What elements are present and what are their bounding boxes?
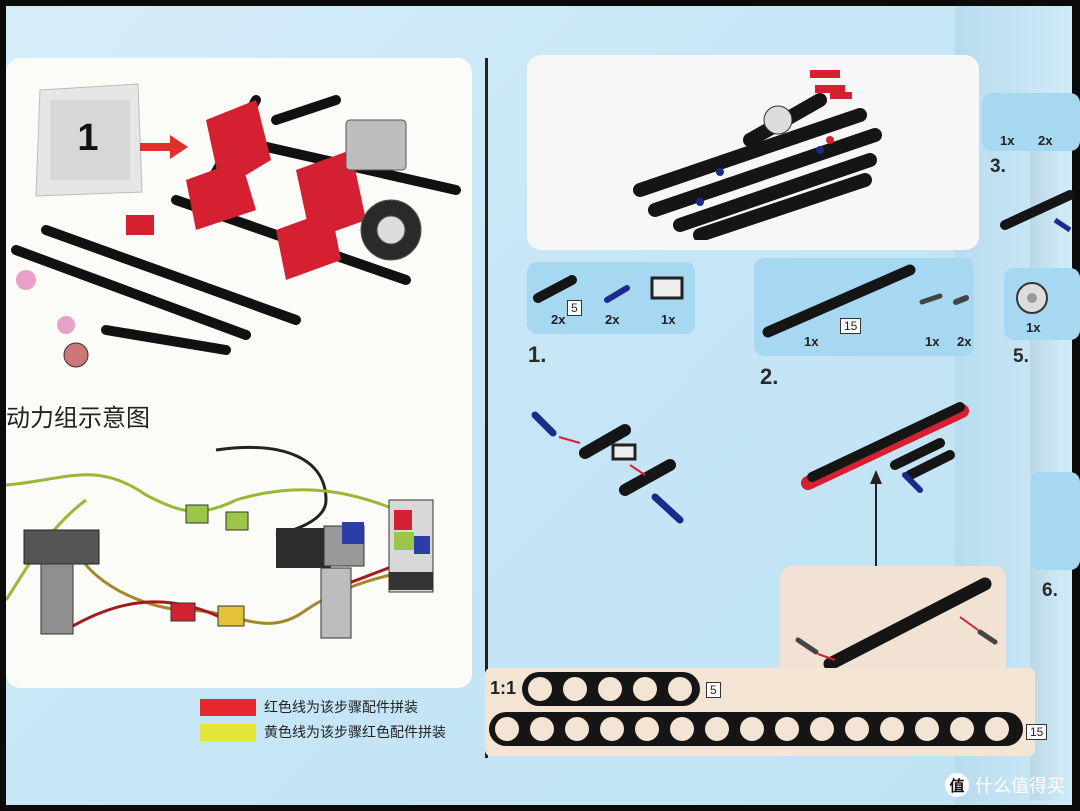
callout-beam-illustration xyxy=(795,577,998,671)
watermark-text: 什么值得买 xyxy=(975,776,1065,797)
assembly-preview-illustration xyxy=(633,70,882,240)
step3-illustration xyxy=(1000,190,1075,233)
gear-icon xyxy=(1016,282,1048,314)
step-6-number: 6. xyxy=(1042,580,1058,601)
page-shadow xyxy=(1030,120,1060,800)
step6-parts-box xyxy=(1030,472,1080,570)
wiring-diagram xyxy=(6,445,434,639)
scale-label: 1:1 xyxy=(490,678,517,698)
short-beam-label: 5 xyxy=(706,682,721,698)
step1-beam-length: 5 xyxy=(567,300,582,316)
long-beam-label: 15 xyxy=(1026,724,1048,740)
step2-qty-beam: 1x xyxy=(804,334,819,349)
next-step-parts-box xyxy=(982,93,1080,151)
step2-parts-box xyxy=(754,258,974,356)
long-beam-ruler xyxy=(489,712,1023,746)
bag-number: 1 xyxy=(77,117,98,159)
step1-qty-beam: 2x xyxy=(551,312,566,327)
page-divider xyxy=(485,58,488,758)
red-arrow-icon xyxy=(140,135,188,159)
pointer-arrow-icon xyxy=(870,470,882,570)
car-chassis-illustration xyxy=(11,95,461,368)
step-2-number: 2. xyxy=(760,364,779,389)
step-3-number: 3. xyxy=(990,156,1006,177)
legend-red-text: 红色线为该步骤配件拼装 xyxy=(264,700,418,716)
short-beam-ruler xyxy=(522,672,700,706)
watermark: 值 什么值得买 xyxy=(945,772,1065,798)
step1-qty-connector: 1x xyxy=(661,312,676,327)
step2-beam-length: 15 xyxy=(840,318,862,334)
step1-build-illustration xyxy=(531,411,684,524)
next-qty-b: 2x xyxy=(1038,133,1053,148)
legend-red: 红色线为该步骤配件拼装 xyxy=(200,697,418,717)
step2-qty-pin: 1x xyxy=(925,334,940,349)
legend-yellow: 黄色线为该步骤红色配件拼装 xyxy=(200,722,446,742)
step1-parts-illustration xyxy=(533,275,684,303)
step-1-number: 1. xyxy=(528,342,547,367)
next-qty-a: 1x xyxy=(1000,133,1015,148)
red-swatch xyxy=(200,698,256,716)
watermark-logo: 值 xyxy=(945,773,969,797)
legend-yellow-text: 黄色线为该步骤红色配件拼装 xyxy=(264,725,446,741)
power-group-caption: 动力组示意图 xyxy=(6,404,150,432)
yellow-swatch xyxy=(200,723,256,741)
parts-bag-image: 1 xyxy=(35,83,143,197)
step-5-number: 5. xyxy=(1013,346,1029,367)
step2-build-illustration xyxy=(801,402,969,493)
next-qty-c: 1x xyxy=(1026,320,1041,335)
step2-parts-illustration xyxy=(762,264,969,338)
step2-qty-pin-2: 2x xyxy=(957,334,972,349)
step1-qty-pin: 2x xyxy=(605,312,620,327)
